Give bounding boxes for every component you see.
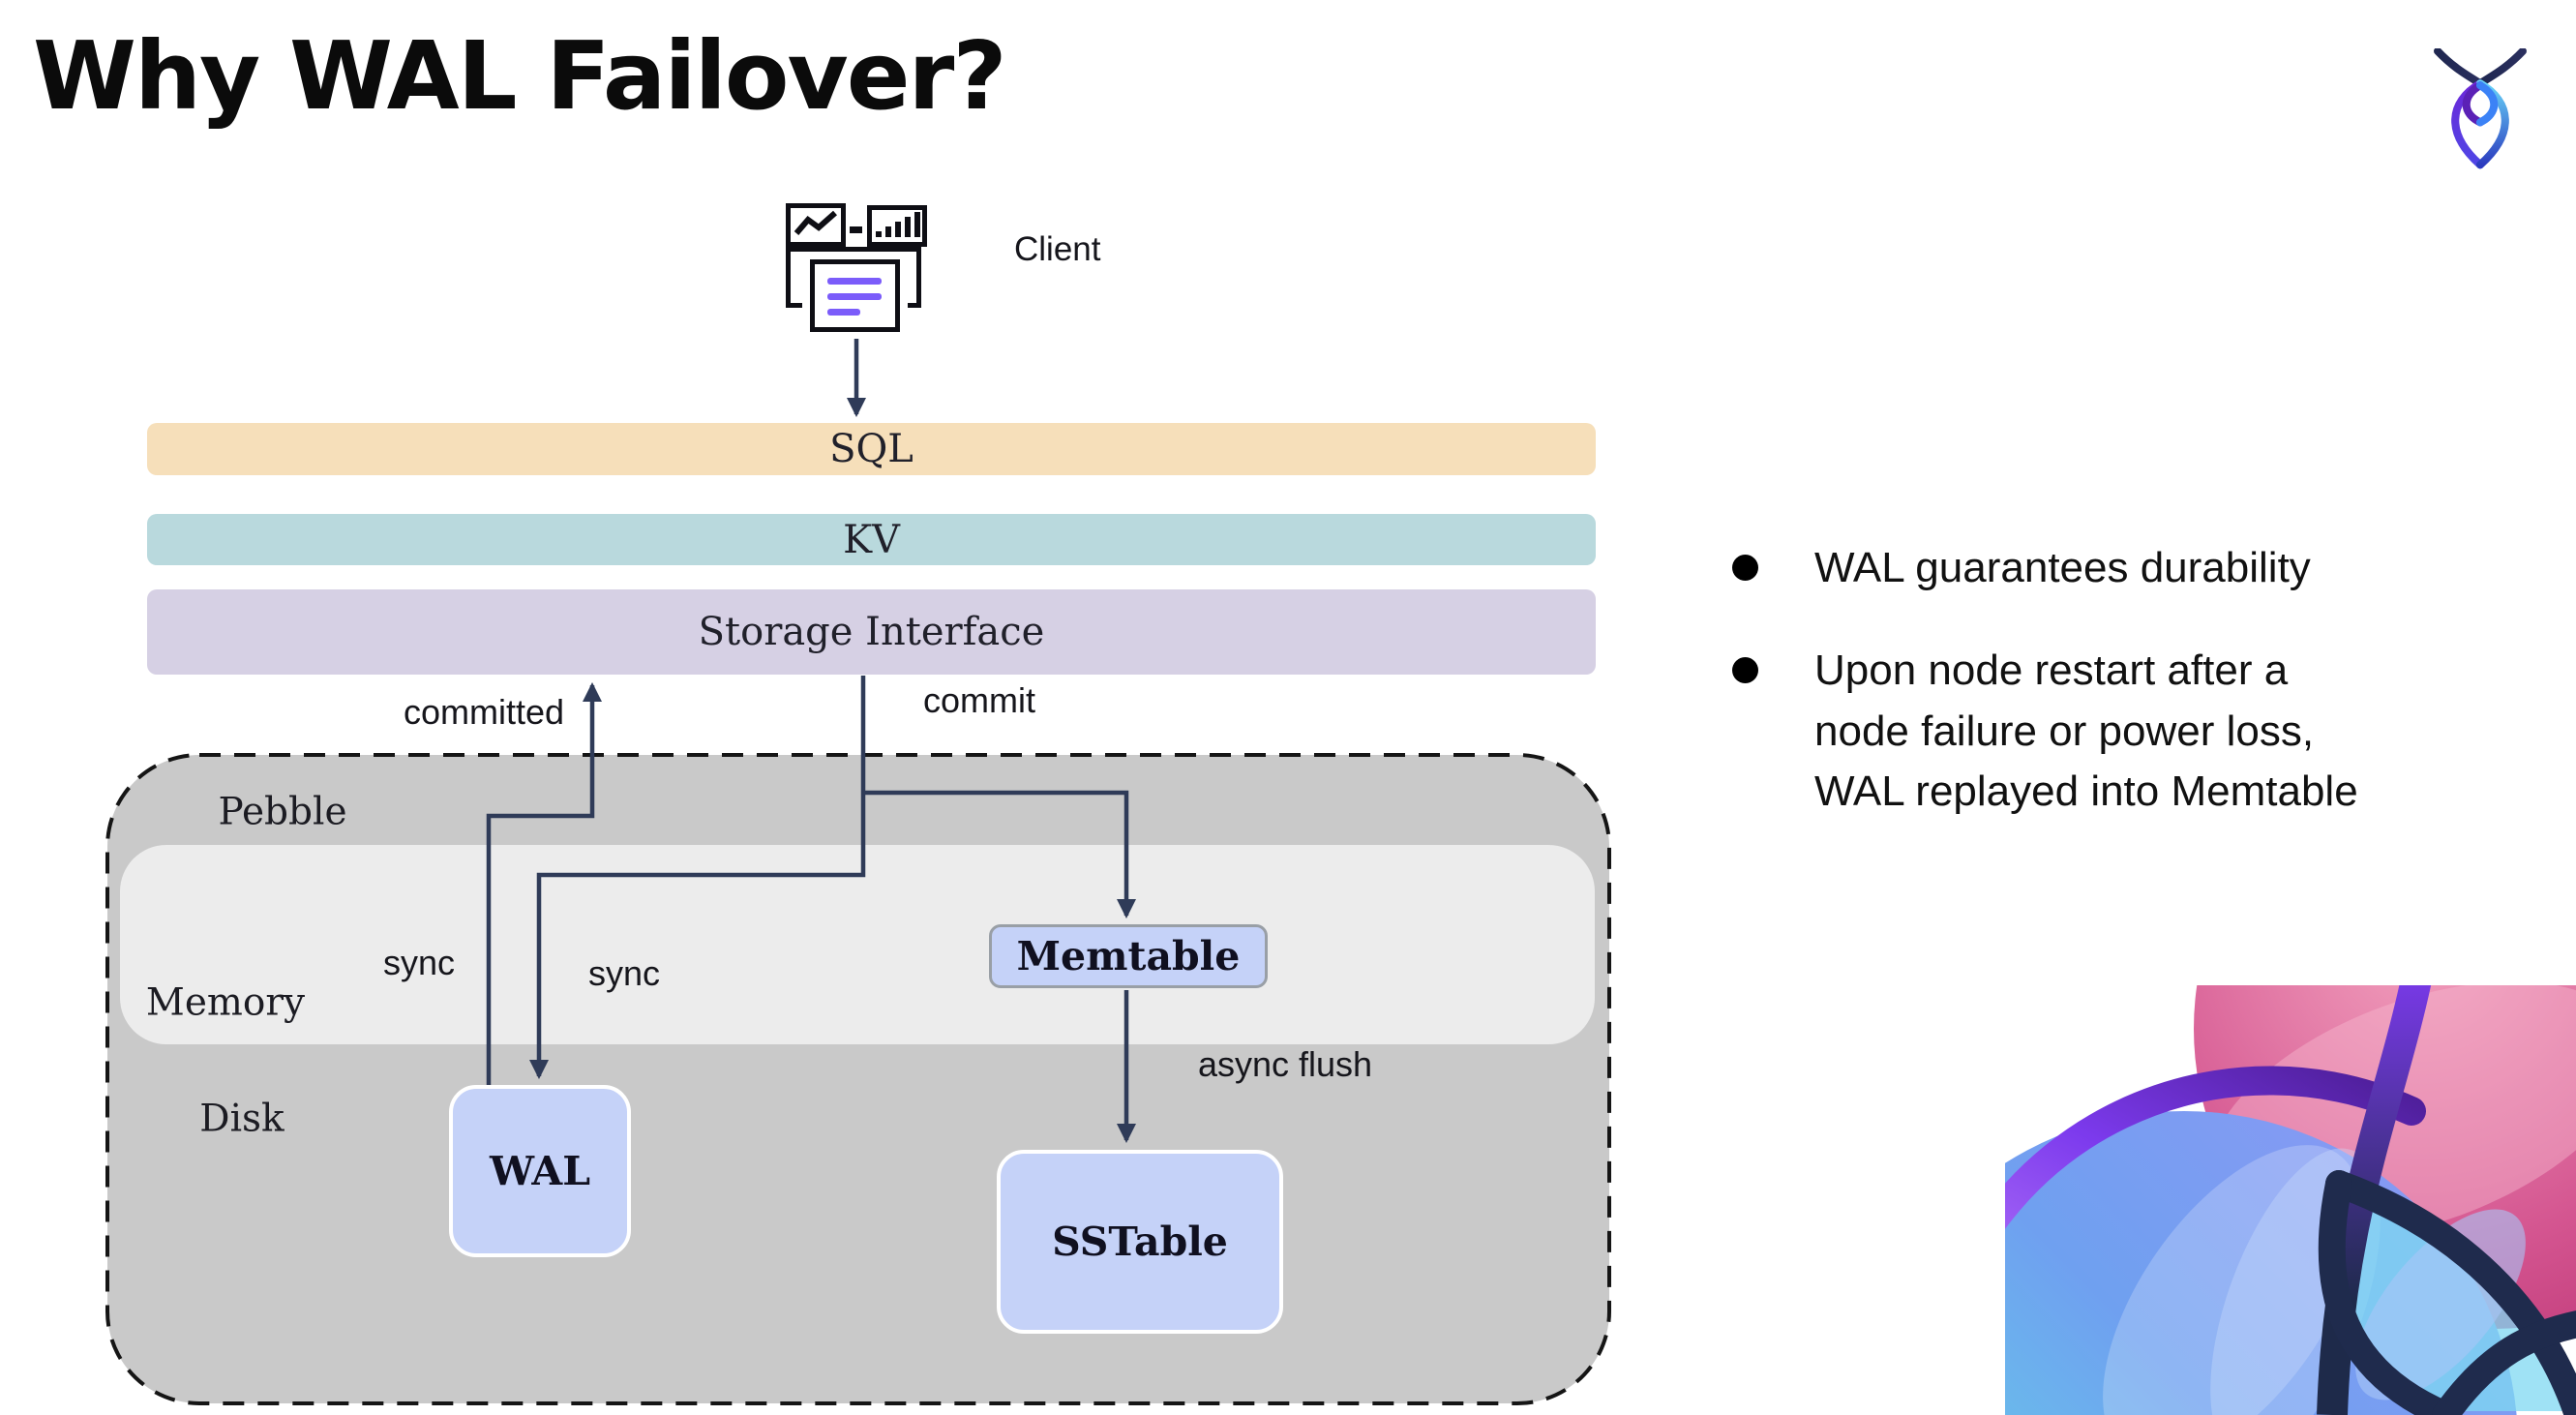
bullet-icon [1732, 657, 1758, 684]
bar-chart-icon [867, 205, 927, 247]
memory-zone [120, 845, 1595, 1044]
layer-sql: SQL [147, 423, 1596, 475]
bullet-icon [1732, 555, 1758, 581]
layer-kv-label: KV [843, 517, 900, 562]
memtable-label: Memtable [1016, 933, 1241, 979]
sync-label-1: sync [382, 943, 456, 982]
commit-label: commit [923, 680, 1035, 720]
line-chart-icon [786, 203, 846, 247]
layer-storage-interface: Storage Interface [147, 589, 1596, 675]
async-flush-label: async flush [1197, 1044, 1373, 1084]
list-item: WAL guarantees durability [1732, 538, 2564, 598]
memory-label: Memory [145, 980, 306, 1025]
wal-node: WAL [449, 1085, 631, 1257]
text-line [827, 278, 882, 285]
sync-label-2: sync [587, 953, 661, 993]
dash-icon [850, 226, 862, 233]
layer-sql-label: SQL [829, 427, 914, 471]
sstable-node: SSTable [997, 1150, 1283, 1334]
bullet-text: WAL guarantees durability [1814, 544, 2311, 591]
wal-label: WAL [489, 1148, 591, 1194]
bullet-list: WAL guarantees durability Upon node rest… [1732, 538, 2564, 865]
client-dashboard-icon [786, 198, 931, 344]
page-title: Why WAL Failover? [33, 21, 1007, 131]
memtable-node: Memtable [989, 924, 1268, 988]
disk-label: Disk [199, 1097, 285, 1141]
text-line [827, 309, 860, 316]
sstable-label: SSTable [1052, 1219, 1228, 1265]
cockroachdb-logo-icon [2434, 48, 2527, 169]
layer-kv: KV [147, 514, 1596, 565]
layer-storage-label: Storage Interface [698, 610, 1045, 654]
client-label: Client [1014, 230, 1101, 268]
brand-spheres-art [2005, 985, 2576, 1415]
document-icon [802, 252, 908, 340]
pebble-label: Pebble [218, 790, 347, 834]
committed-label: committed [403, 692, 565, 732]
text-line [827, 293, 882, 300]
list-item: Upon node restart after a node failure o… [1732, 641, 2564, 822]
bullet-text: Upon node restart after a node failure o… [1814, 647, 2358, 816]
